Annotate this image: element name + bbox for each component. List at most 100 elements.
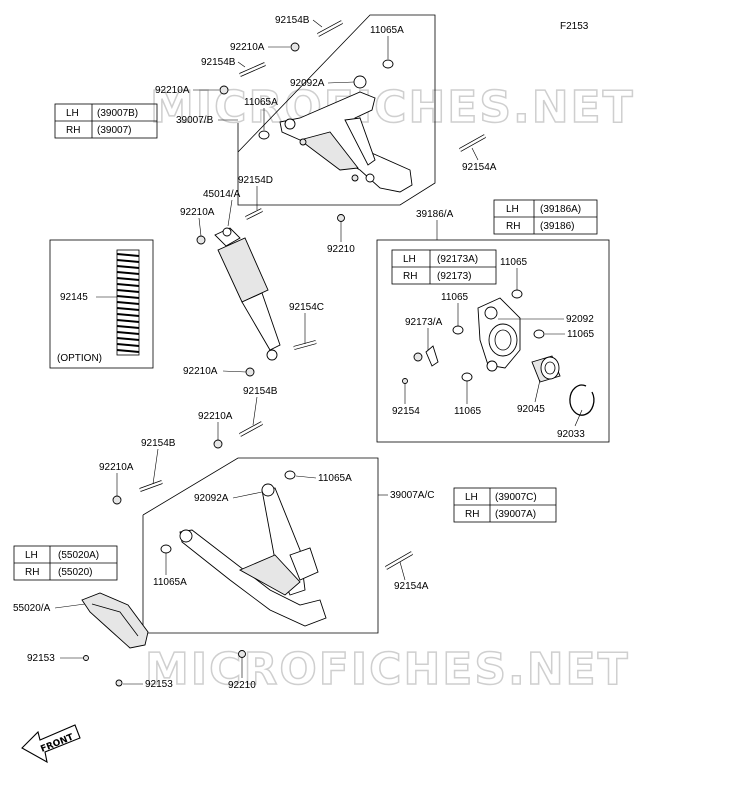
label-92210a-lower-left: 92210A — [99, 462, 134, 473]
bushing-11065-right — [533, 329, 545, 339]
table-knuckle: LH (39186A) RH (39186) — [493, 199, 598, 235]
label-11065-bottom: 11065 — [454, 406, 482, 417]
option-label: (OPTION) — [57, 353, 102, 364]
label-45014a: 45014/A — [203, 189, 241, 200]
bushing-11065a-top — [382, 59, 394, 69]
svg-text:RH: RH — [66, 125, 80, 136]
watermark-top: MICROFICHES.NET — [150, 82, 635, 133]
nut-92210 — [337, 214, 345, 222]
label-92210-bottom: 92210 — [228, 680, 256, 691]
lower-arm-group-outline — [142, 457, 379, 634]
label-92092a-top: 92092A — [290, 78, 325, 89]
label-92154b-lower-left: 92154B — [141, 438, 176, 449]
bolt-92154c — [293, 340, 317, 350]
bolt-92154b-top2 — [239, 62, 266, 77]
knuckle-illustration — [477, 297, 521, 372]
guard-55020 — [81, 592, 149, 649]
bushing-11065a-lower-left — [160, 544, 172, 554]
front-arrow-icon: FRONT — [21, 724, 81, 764]
figure-code: F2153 — [560, 21, 589, 32]
label-92210: 92210 — [327, 244, 355, 255]
label-11065-2: 11065 — [441, 292, 469, 303]
screw-92153 — [83, 655, 89, 661]
label-92154b-top: 92154B — [275, 15, 310, 26]
knuckle-bolt — [413, 345, 439, 367]
nut-92210a-top — [290, 42, 300, 52]
svg-text:(39186): (39186) — [540, 221, 574, 232]
label-92154c: 92154C — [289, 302, 324, 313]
bushing-11065-bottom — [461, 372, 473, 382]
table-lower-arm: LH (39007C) RH (39007A) — [453, 487, 557, 523]
svg-text:RH: RH — [403, 271, 417, 282]
nut-92210-bottom — [238, 650, 246, 658]
bushing-11065-top — [511, 289, 523, 299]
bearing-92045 — [531, 355, 561, 383]
svg-text:LH: LH — [25, 550, 38, 561]
label-39007ac: 39007A/C — [390, 490, 434, 501]
svg-text:RH: RH — [25, 567, 39, 578]
label-92154a-lower: 92154A — [394, 581, 429, 592]
circlip-92033 — [569, 384, 595, 416]
label-92045: 92045 — [517, 404, 545, 415]
svg-text:LH: LH — [506, 204, 519, 215]
screw-92154 — [402, 378, 408, 384]
bolt-92154d — [245, 208, 263, 220]
label-92145: 92145 — [60, 292, 88, 303]
label-92154b-top2: 92154B — [201, 57, 236, 68]
label-92173a: 92173/A — [405, 317, 443, 328]
table-knuckle-bolt: LH (92173A) RH (92173) — [391, 249, 497, 285]
nut-92210a-lower-left — [112, 495, 122, 505]
bolt-92154a-lower — [385, 551, 413, 570]
svg-text:RH: RH — [465, 509, 479, 520]
upper-arm-group-outline — [237, 14, 436, 206]
svg-text:(39007B): (39007B) — [97, 108, 138, 119]
bushing-11065-2 — [452, 325, 464, 335]
label-11065a-top: 11065A — [370, 25, 404, 36]
svg-text:RH: RH — [506, 221, 520, 232]
nut-92210a-shock — [196, 235, 206, 245]
nut-92210a-shock-bottom — [245, 367, 255, 377]
label-39007b: 39007/B — [176, 115, 214, 126]
watermark-bottom: MICROFICHES.NET — [145, 644, 630, 695]
label-55020a: 55020/A — [13, 603, 51, 614]
svg-text:(55020A): (55020A) — [58, 550, 99, 561]
label-92210a-shock-bottom: 92210A — [183, 366, 218, 377]
screw-92153-2 — [115, 679, 123, 687]
label-92154d: 92154D — [238, 175, 273, 186]
label-92210a-left: 92210A — [155, 85, 190, 96]
label-11065a-lower-right: 11065A — [318, 473, 352, 484]
bolt-92154b-top — [317, 20, 343, 37]
svg-text:(39007): (39007) — [97, 125, 131, 136]
label-92154: 92154 — [392, 406, 420, 417]
bushing-11065a-left — [258, 130, 270, 140]
svg-text:(55020): (55020) — [58, 567, 92, 578]
label-11065a-lower-left: 11065A — [153, 577, 187, 588]
svg-text:LH: LH — [66, 108, 79, 119]
nut-92210a-mid — [213, 439, 223, 449]
label-92210a-top: 92210A — [230, 42, 265, 53]
shock-absorber — [214, 227, 281, 361]
label-11065-top: 11065 — [500, 257, 528, 268]
bolt-92154b-mid — [239, 421, 263, 437]
svg-text:(39186A): (39186A) — [540, 204, 581, 215]
label-92210a-mid: 92210A — [198, 411, 233, 422]
bolt-92154b-lower-left — [139, 480, 163, 492]
nut-92210a-left — [219, 85, 229, 95]
label-92092: 92092 — [566, 314, 594, 325]
svg-text:LH: LH — [403, 254, 416, 265]
label-92154a-upper: 92154A — [462, 162, 497, 173]
lower-arm-illustration — [179, 483, 327, 627]
label-11065-right: 11065 — [567, 329, 595, 340]
label-92033: 92033 — [557, 429, 585, 440]
svg-text:(39007A): (39007A) — [495, 509, 536, 520]
table-guard: LH (55020A) RH (55020) — [13, 545, 118, 581]
nut-small-upper2 — [351, 174, 359, 182]
svg-text:LH: LH — [465, 492, 478, 503]
label-92210a-shock: 92210A — [180, 207, 215, 218]
svg-text:(92173A): (92173A) — [437, 254, 478, 265]
svg-text:(92173): (92173) — [437, 271, 471, 282]
spring-illustration — [116, 249, 140, 356]
label-92154b-mid: 92154B — [243, 386, 278, 397]
label-92153-2: 92153 — [145, 679, 173, 690]
